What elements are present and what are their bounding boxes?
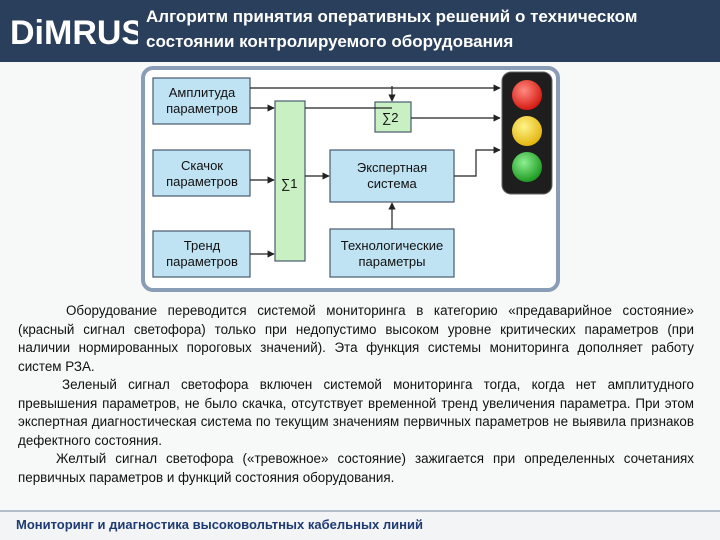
line-expert-to-green [454, 146, 501, 177]
paragraph-yellow-signal: Желтый сигнал светофора («тревожное» сос… [18, 451, 694, 485]
title-line-2: состоянии контролируемого оборудования [146, 32, 514, 51]
amplitude-label-2: параметров [166, 101, 238, 116]
paragraph-red-signal: Оборудование переводится системой монито… [18, 303, 694, 374]
jump-label-1: Скачок [181, 158, 223, 173]
sigma2-block [374, 101, 412, 133]
amplitude-box [152, 77, 251, 125]
green-light [512, 152, 542, 182]
jump-label-2: параметров [166, 174, 238, 189]
footer-bar: Мониторинг и диагностика высоковольтных … [0, 512, 720, 540]
page-title: Алгоритм принятия оперативных решений о … [146, 4, 716, 54]
yellow-light [512, 116, 542, 146]
algorithm-diagram: Амплитуда параметров Скачок параметров Т… [141, 66, 560, 292]
trend-label-1: Тренд [184, 238, 221, 253]
trend-label-2: параметров [166, 254, 238, 269]
footer-text: Мониторинг и диагностика высоковольтных … [16, 517, 423, 532]
expert-label-1: Экспертная [357, 160, 427, 175]
dimrus-logo: DiMRUS [10, 14, 138, 52]
sigma1-block [274, 100, 306, 262]
sigma1-label: ∑1 [281, 176, 298, 191]
tech-params-box [329, 228, 455, 278]
tech-label-2: параметры [359, 254, 426, 269]
expert-system-box [329, 149, 455, 203]
jump-box [152, 149, 251, 197]
expert-label-2: система [367, 176, 417, 191]
red-light [512, 80, 542, 110]
paragraph-green-signal: Зеленый сигнал светофора включен системо… [18, 377, 694, 448]
title-line-1: Алгоритм принятия оперативных решений о … [146, 7, 638, 26]
amplitude-label-1: Амплитуда [169, 85, 236, 100]
description-text: Оборудование переводится системой монито… [18, 302, 694, 487]
footer-divider [0, 510, 720, 512]
sigma2-label: ∑2 [382, 110, 399, 125]
logo-text: DiMRUS [10, 14, 138, 52]
header-bar: DiMRUS Алгоритм принятия оперативных реш… [0, 0, 720, 62]
tech-label-1: Технологические [341, 238, 443, 253]
